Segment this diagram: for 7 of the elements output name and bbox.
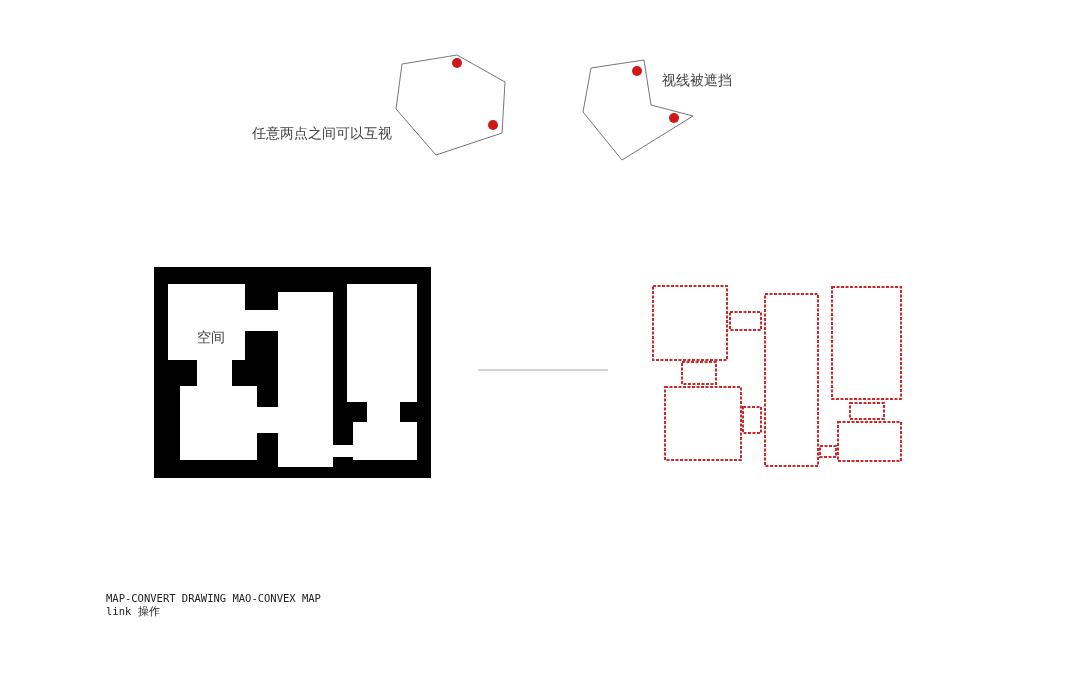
space-label: 空间 [197,329,225,346]
floor-plan-drawing [154,267,431,478]
connector-line [477,369,609,371]
caption-text: MAP-CONVERT DRAWING MAO-CONVEX MAP link 操作 [106,592,322,619]
convex-map-drawing [652,285,902,467]
annotation-text: 视线被遮挡 [662,72,732,89]
annotation-text: 任意两点之间可以互视 [252,125,392,142]
